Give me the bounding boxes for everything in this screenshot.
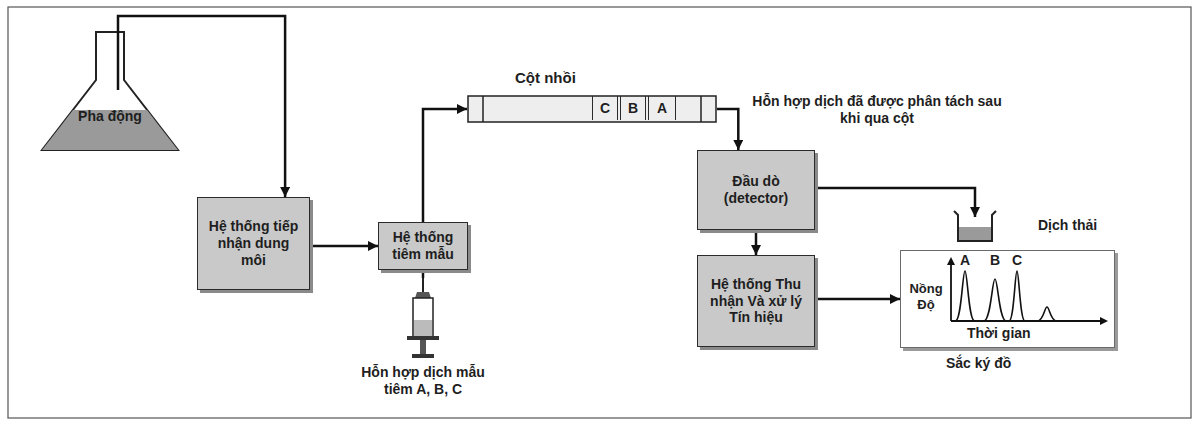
- box-label: Hệ thống tiếp nhận dung môi: [204, 218, 303, 268]
- flow-arrow: [755, 230, 758, 255]
- peak-a: [955, 271, 974, 321]
- band-letter: C: [600, 100, 610, 117]
- peak-b: [984, 279, 1006, 321]
- beaker-drawing-part: [959, 227, 991, 240]
- flask-outline: [42, 32, 178, 150]
- flow-arrow: [422, 270, 425, 278]
- box-label: Đầu dò (detector): [704, 173, 808, 207]
- chromatogram-plot-part: [950, 259, 952, 321]
- flow-arrow: [717, 109, 738, 150]
- intake-tube: [117, 28, 120, 90]
- waste-beaker: Dịch thải: [950, 203, 1000, 243]
- peak-label: A: [960, 252, 970, 269]
- band-cell: B: [620, 96, 646, 120]
- chromatogram-plot-part: [947, 257, 955, 265]
- band-letter: A: [657, 100, 667, 117]
- syringe-drawing: [313, 278, 533, 362]
- flask-label: Pha động: [78, 108, 142, 125]
- peak-label: B: [990, 252, 1000, 269]
- beaker-drawing: [950, 203, 1000, 243]
- mobile-phase-flask: Pha động: [40, 28, 180, 153]
- process-box: Hệ thống tiêm mẫu: [378, 222, 468, 270]
- syringe-drawing-part: [412, 354, 434, 358]
- peak-label: C: [1012, 252, 1022, 269]
- flow-arrow: [310, 245, 378, 248]
- peak-c: [1009, 271, 1025, 321]
- flow-arrow: [423, 109, 467, 222]
- flow-note: Hỗn hợp dịch đã được phân tách sau khi q…: [752, 93, 1002, 127]
- packed-column: Cột nhồiCBA: [467, 95, 717, 123]
- syringe-drawing-part: [415, 292, 431, 298]
- box-label: Hệ thống Thu nhận Và xử lý Tín hiệu: [704, 276, 808, 326]
- band-cell: A: [648, 96, 676, 120]
- band-letter: B: [628, 100, 638, 117]
- flask-drawing: [40, 28, 180, 153]
- beaker-outline: [954, 211, 996, 241]
- sample-label: Hỗn hợp dịch mẫu tiêm A, B, C: [353, 364, 493, 398]
- flow-arrow: [815, 188, 975, 217]
- minor-peak: [1037, 307, 1056, 321]
- column-tube: [468, 96, 716, 122]
- band-cell: C: [592, 96, 618, 120]
- syringe-drawing-part: [407, 336, 439, 340]
- chart-caption: Sắc ký đồ: [946, 355, 1011, 372]
- column-drawing-part: [482, 96, 484, 122]
- flow-arrow: [815, 298, 900, 301]
- syringe-drawing-part: [414, 320, 432, 337]
- axis-label: Thời gian: [967, 325, 1031, 342]
- chromatogram-panel: Nồng ĐộABCThời gianSắc ký đồ: [900, 250, 1115, 348]
- process-box: Hệ thống tiếp nhận dung môi: [197, 197, 310, 290]
- sample-syringe: Hỗn hợp dịch mẫu tiêm A, B, C: [313, 278, 533, 406]
- syringe-drawing-part: [422, 278, 424, 292]
- box-label: Hệ thống tiêm mẫu: [385, 229, 461, 263]
- waste-label: Dịch thải: [1038, 217, 1097, 234]
- syringe-drawing-part: [420, 340, 426, 354]
- chromatogram-plot-part: [1100, 317, 1108, 325]
- column-heading: Cột nhồi: [515, 69, 576, 87]
- flask-drawing-part: [42, 127, 178, 150]
- syringe-barrel: [413, 298, 433, 338]
- axis-label: Nồng Độ: [904, 281, 948, 312]
- process-box: Hệ thống Thu nhận Và xử lý Tín hiệu: [697, 255, 815, 347]
- process-box: Đầu dò (detector): [697, 150, 815, 230]
- column-drawing-part: [700, 96, 702, 122]
- outer-border: [8, 7, 1191, 418]
